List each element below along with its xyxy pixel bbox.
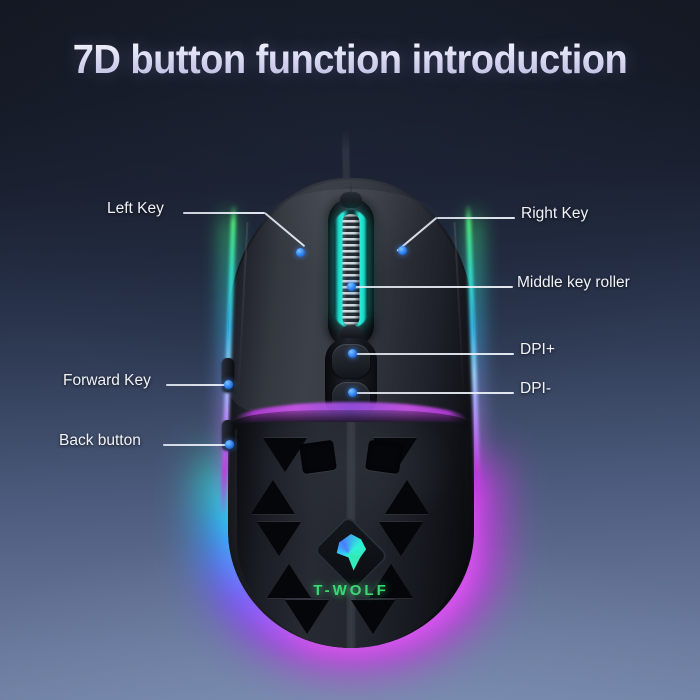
callout-label-dpi-plus: DPI+ <box>520 341 555 358</box>
leader-line-dpi-plus <box>356 353 514 355</box>
leader-dot-dpi-minus <box>348 388 357 397</box>
leader-dot-forward-key <box>224 380 233 389</box>
vent-cutout <box>285 600 329 634</box>
brand-name: T-WOLF <box>313 582 389 599</box>
leader-line-back-button <box>163 444 229 446</box>
leader-line-dpi-minus <box>356 392 514 394</box>
callout-label-back-button: Back button <box>59 432 141 449</box>
leader-dot-dpi-plus <box>348 349 357 358</box>
vent-cutout <box>299 439 337 475</box>
callout-label-forward-key: Forward Key <box>63 372 151 389</box>
scroll-wheel <box>342 214 360 326</box>
callout-label-left-key: Left Key <box>107 200 164 217</box>
vent-cutout <box>351 600 395 634</box>
leader-line-forward-key <box>166 384 228 386</box>
leader-line-middle-key-roller <box>355 286 513 288</box>
gaming-mouse-illustration: T-WOLF <box>186 129 516 670</box>
leader-dot-back-button <box>225 440 234 449</box>
callout-label-middle-key-roller: Middle key roller <box>517 274 630 291</box>
vent-cutout <box>251 480 295 514</box>
callout-label-dpi-minus: DPI- <box>520 380 551 397</box>
vent-cutout <box>379 522 423 556</box>
vent-cutout <box>365 439 403 475</box>
vent-cutout <box>385 480 429 514</box>
page-title: 7D button function introduction <box>25 36 676 83</box>
callout-label-right-key: Right Key <box>521 205 589 222</box>
vent-cutout <box>257 522 301 556</box>
vent-cutout <box>267 564 311 598</box>
leader-dot-middle-key-roller <box>347 282 356 291</box>
leader-dot-right-key <box>398 246 407 255</box>
leader-line-right-key <box>437 217 515 219</box>
vent-cutout <box>369 564 413 598</box>
leader-line-left-key <box>183 212 265 214</box>
leader-dot-left-key <box>296 248 305 257</box>
wheel-top-cap <box>340 192 362 208</box>
